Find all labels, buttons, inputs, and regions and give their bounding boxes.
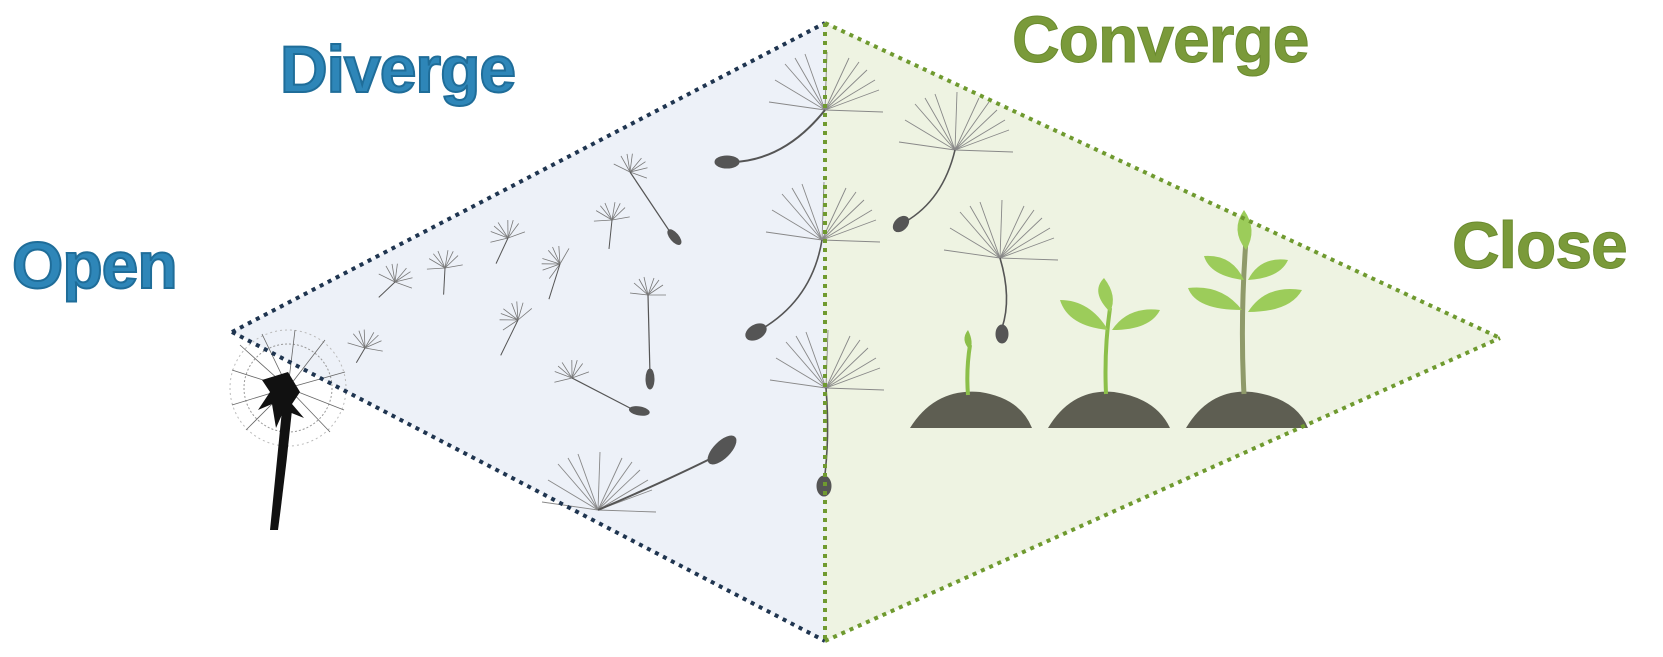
converge-label: Converge xyxy=(1011,2,1309,76)
close-label: Close xyxy=(1452,208,1629,282)
sprout-stage-1-icon xyxy=(910,330,1032,428)
diverge-region xyxy=(232,23,825,641)
converge-border xyxy=(823,21,1501,643)
diverge-border xyxy=(231,21,826,643)
large-seeds xyxy=(541,51,1059,513)
sprout-stage-3-icon xyxy=(1186,210,1308,428)
open-label: Open xyxy=(11,228,179,302)
converge-region xyxy=(825,23,1500,641)
diverge-label: Diverge xyxy=(279,32,517,106)
dandelion-icon xyxy=(229,329,347,530)
sprout-stage-2-icon xyxy=(1048,278,1170,428)
flying-seeds xyxy=(346,148,682,416)
